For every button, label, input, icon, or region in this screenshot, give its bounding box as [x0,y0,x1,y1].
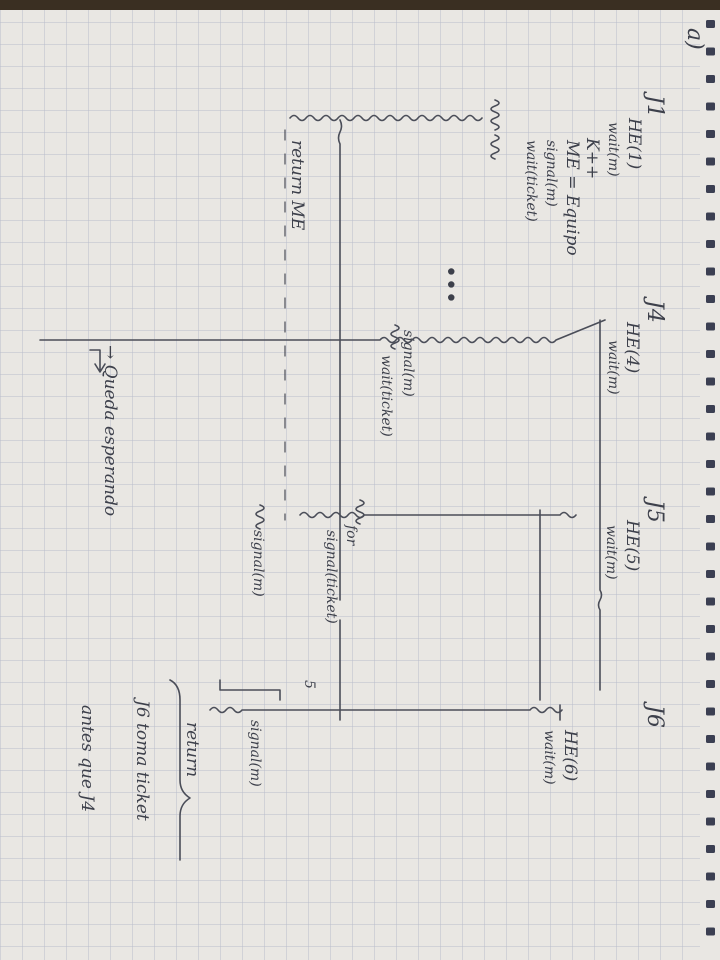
grid-paper [0,0,700,960]
ellipsis: ••• [437,265,462,304]
j5-line-4: signal(ticket) [323,530,339,624]
j6-line-2: wait(m) [541,730,557,785]
spiral-hole [706,20,715,28]
spiral-hole [706,570,715,578]
footer-arrow-icon [89,349,106,373]
spiral-hole [706,707,715,716]
j4-line-3: signal(m) [400,330,416,397]
j1-line-4: ME = Equipo [562,140,582,256]
spiral-hole [706,542,715,551]
timeline-j1 [337,119,343,721]
j5-wave-line [299,511,577,519]
spiral-hole [706,515,715,523]
spiral-hole [706,460,715,468]
spiral-hole [706,377,715,386]
spiral-hole [706,735,715,743]
j5-brace-mark: 5 [301,680,317,689]
bracket-j5-j6 [219,679,281,701]
j1-line-2: wait(m) [605,122,621,177]
table-edge [0,0,720,10]
j6-header: J6 [642,705,667,728]
spiral-hole [706,240,715,248]
spiral-hole [706,405,715,413]
j4-header: J4 [642,300,667,323]
spiral-hole [706,762,715,771]
spiral-hole [706,267,715,276]
spiral-holes [706,20,715,936]
item-label: a) [682,28,707,50]
j1-wave-line [289,114,483,122]
spiral-hole [706,130,715,138]
spiral-hole [706,157,715,166]
spiral-hole [706,845,715,853]
j4-line-4: wait(ticket) [378,355,394,437]
footer-note: → Queda esperando [100,345,120,517]
spiral-hole [706,927,715,936]
spiral-hole [706,625,715,633]
j1-line-6: wait(ticket) [523,140,539,222]
spiral-hole [706,212,715,221]
j1-line-1: HE(1) [624,118,644,170]
timeline-j4 [597,319,603,691]
j4-line-1: HE(4) [622,322,642,374]
j5-squiggles [255,499,365,530]
spiral-hole [706,75,715,83]
spiral-hole [706,597,715,606]
j5-line-2: wait(m) [603,525,619,580]
conclusion-line-1: J6 toma ticket [132,700,152,821]
j5-line-5: signal(m) [250,530,266,597]
spiral-hole [706,47,715,56]
spiral-hole [706,900,715,908]
j1-line-3: K++ [582,138,602,180]
j5-header: J5 [642,500,667,523]
conclusion-brace [169,679,191,861]
spiral-hole [706,102,715,111]
spiral-hole [706,680,715,688]
j6-line-3: signal(m) [247,720,263,787]
j1-squiggles [490,99,500,160]
spiral-hole [706,652,715,661]
j1-header: J1 [642,95,667,118]
j4-line-2: wait(m) [605,340,621,395]
j1-return: return ME [287,140,307,231]
j5-line-3: for [343,525,359,546]
spiral-hole [706,350,715,358]
j5-line-1: HE(5) [622,520,642,572]
spiral-hole [706,432,715,441]
j6-wave-line [209,706,563,714]
spiral-hole [706,295,715,303]
spiral-hole [706,790,715,798]
spiral-hole [706,185,715,193]
j6-line-4: return [182,722,202,778]
spiral-hole [706,872,715,881]
j1-line-5: signal(m) [543,140,559,207]
spiral-hole [706,487,715,496]
conclusion-line-2: antes que J4 [77,705,97,813]
j4-wave-line [39,319,606,344]
spiral-hole [706,322,715,331]
spiral-hole [706,817,715,826]
j4-squiggles [390,324,400,350]
j6-line-1: HE(6) [560,730,580,782]
